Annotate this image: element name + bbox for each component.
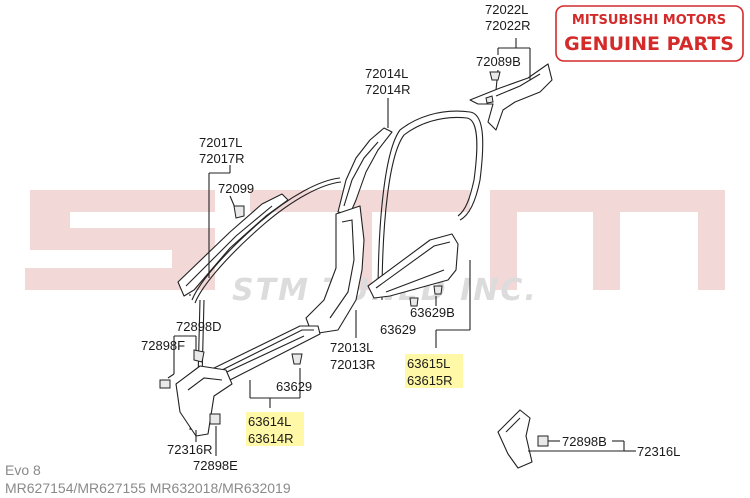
highlight-63615 [405,354,463,388]
label-72013R: 72013R [330,357,376,372]
door-weatherstrip [377,110,484,299]
kick-panel-left [497,409,549,469]
windshield-weatherstrip [191,177,341,301]
label-63629-rear: 63629 [380,322,416,337]
rear-sill-trim [367,233,459,307]
watermark-m-shape [490,190,725,290]
callout-72017 [208,165,245,278]
label-63615L: 63615L [407,356,450,371]
center-pillar-upper-trim [337,98,393,215]
label-72099: 72099 [218,181,254,196]
label-63629B: 63629B [410,305,455,320]
callout-63615 [435,260,471,348]
highlight-63614 [246,412,304,446]
label-72898E: 72898E [193,458,238,473]
label-72089B: 72089B [476,54,521,69]
badge-line2: GENUINE PARTS [564,33,734,55]
label-72316L: 72316L [637,444,680,459]
label-72898D: 72898D [176,319,222,334]
label-63614L: 63614L [248,414,291,429]
badge-frame [555,5,744,62]
label-72022L: 72022L [485,2,528,17]
model-caption: Evo 8 [5,462,41,478]
label-72017L: 72017L [199,135,242,150]
callout-72898 [167,335,217,456]
center-pillar-lower-trim [305,205,365,338]
label-72014L: 72014L [365,66,408,81]
part-numbers-caption: MR627154/MR627155 MR632018/MR632019 [5,480,291,496]
callout-72022 [489,38,531,91]
label-72316R: 72316R [167,442,213,457]
genuine-parts-badge: MITSUBISHI MOTORS GENUINE PARTS [555,5,744,62]
label-72898F: 72898F [141,338,185,353]
badge-line1: MITSUBISHI MOTORS [572,13,726,28]
callout-63614 [249,368,301,408]
label-63614R: 63614R [248,431,294,446]
callout-72898B [528,440,636,452]
watermark-s-shape [25,190,215,290]
label-72898B: 72898B [562,434,607,449]
door-weatherstrip-inner [381,116,478,301]
label-63615R: 63615R [407,373,453,388]
label-72017R: 72017R [199,151,245,166]
label-63629-front: 63629 [276,379,312,394]
kick-panel-right [159,349,233,437]
rear-pillar-trim [469,63,553,131]
label-72014R: 72014R [365,82,411,97]
label-72013L: 72013L [330,340,373,355]
label-72022R: 72022R [485,18,531,33]
